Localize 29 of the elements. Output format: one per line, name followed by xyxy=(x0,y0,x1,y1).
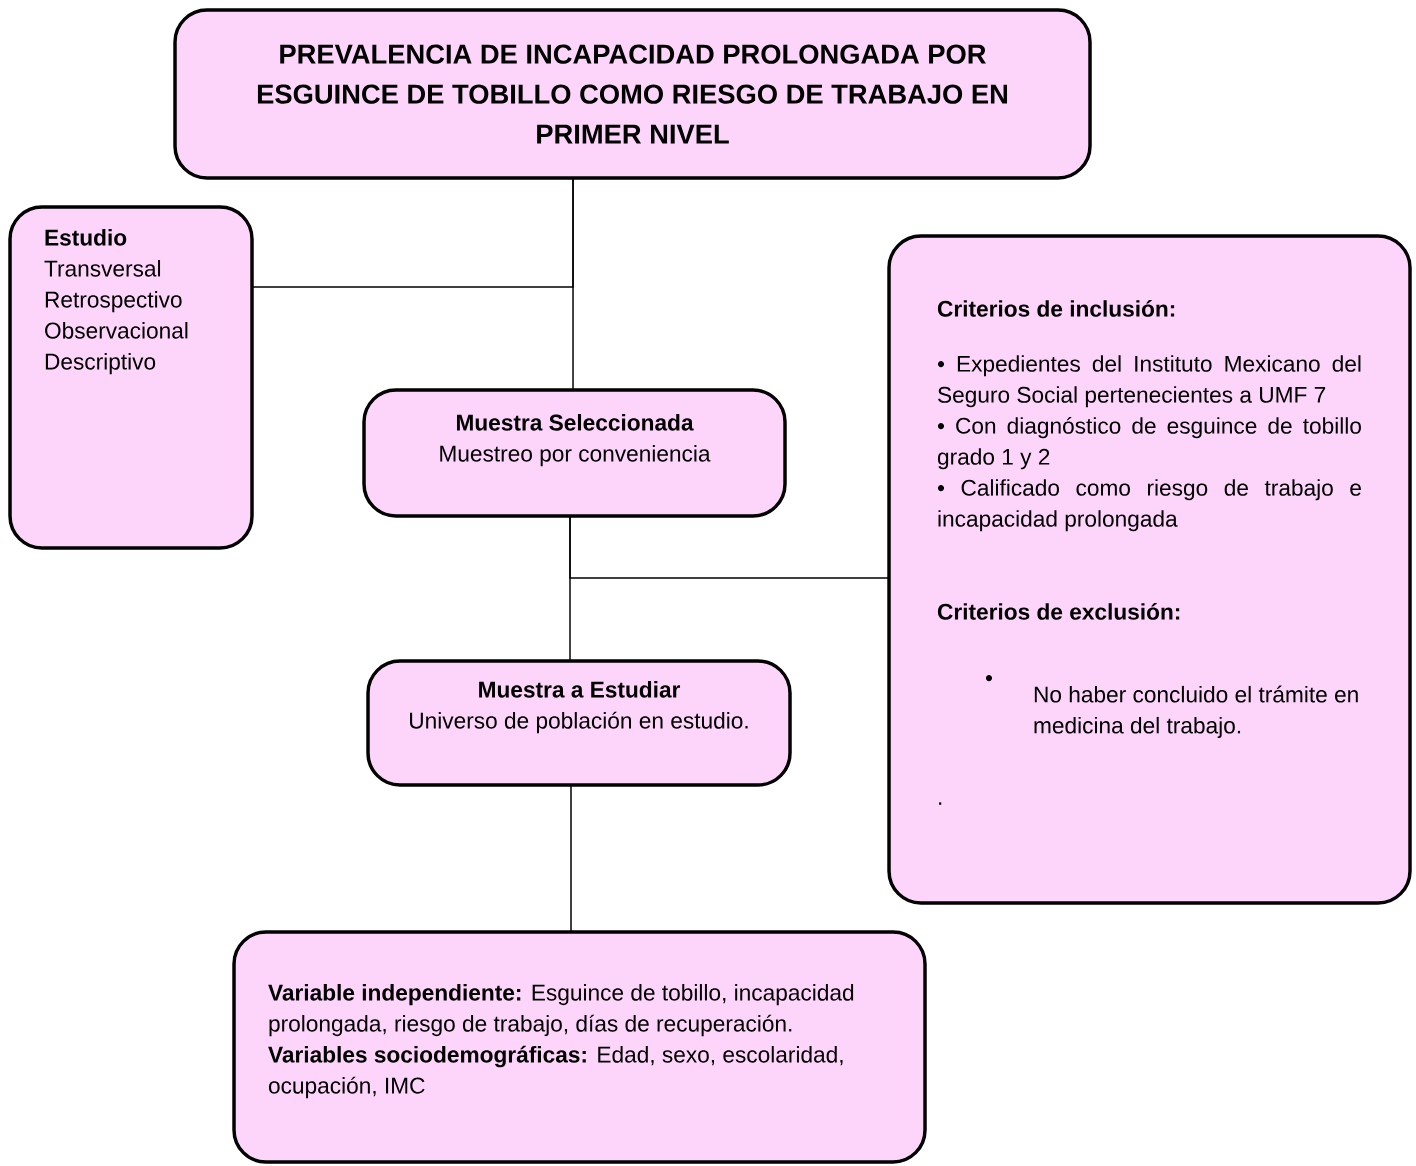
body-text: Observacional xyxy=(45,322,188,339)
body-text: • Calificado como riesgo de trabajo e incapacidad prolongada xyxy=(937,479,1361,532)
body-text: • Con diagnóstico de esguince de tobillo grado 1 y 2 xyxy=(937,416,1361,470)
body-text: . xyxy=(939,802,942,805)
bullet-mark: • xyxy=(985,675,993,682)
body-text: Retrospectivo xyxy=(45,291,182,313)
connector-line xyxy=(572,177,574,391)
heading: Criterios de exclusión: xyxy=(937,603,1180,620)
variables-box xyxy=(232,930,927,1164)
body-text: Descriptivo xyxy=(45,353,156,375)
criteria-box xyxy=(887,234,1412,905)
body-text: • Expedientes del Instituto Mexicano del Seguro Social pertenecientes a UMF 7 xyxy=(937,355,1361,408)
connector-line xyxy=(569,515,571,662)
body-text: Variable independiente: Esguince de tobillo, incapacidad prolongada, riesgo de trabajo, días de recuperación. xyxy=(268,984,854,1037)
title-box xyxy=(173,8,1092,180)
heading: Muestra a Estudiar xyxy=(479,681,681,698)
body-text: Variables sociodemográficas: Edad, sexo, escolaridad, ocupación, IMC xyxy=(268,1045,843,1099)
body-text: Transversal xyxy=(44,260,161,277)
list-item: No haber concluido el trámite en medicina del trabajo. xyxy=(1034,685,1358,738)
sample-box xyxy=(362,388,787,518)
body-text: Muestreo por conveniencia xyxy=(440,445,711,467)
connector-line xyxy=(570,784,572,933)
sample-box xyxy=(366,659,792,787)
title: PREVALENCIA DE INCAPACIDAD PROLONGADA POR ESGUINCE DE TOBILLO COMO RIESGO DE TRABAJO EN PRIMER NIVEL xyxy=(257,44,1008,144)
body-text: Universo de población en estudio. xyxy=(410,711,748,734)
heading: Estudio xyxy=(45,229,127,246)
study-box xyxy=(8,205,254,550)
heading: Criterios de inclusión: xyxy=(937,300,1175,317)
heading: Muestra Seleccionada xyxy=(457,414,694,431)
